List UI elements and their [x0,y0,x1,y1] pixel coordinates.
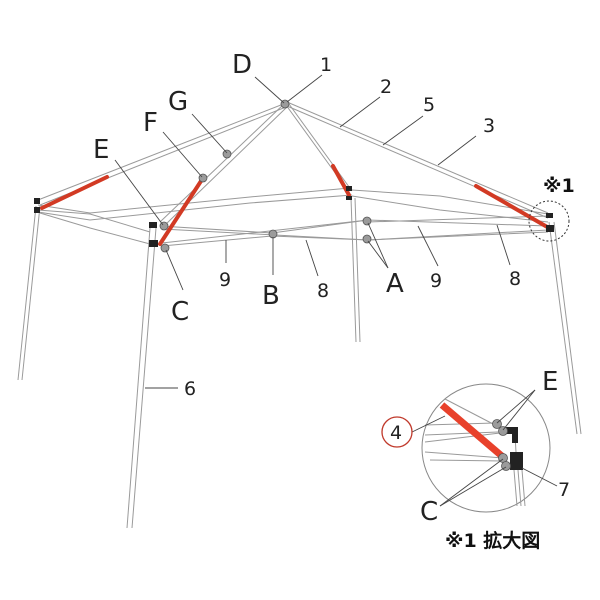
joint-c [160,243,170,253]
label-1: 1 [320,54,332,76]
inset-enlarged-view: 4 E C 7 ※1 拡大図 [381,367,570,552]
label-3: 3 [483,115,495,137]
inset-title: ※1 拡大図 [445,529,540,552]
label-c: C [171,297,189,327]
callout-marker: ※1 [543,175,575,197]
labels: D G F E C B A 1 2 5 3 6 9 8 9 8 ※1 [93,50,575,400]
joint-a-top [362,216,372,226]
corner-brackets [34,186,554,247]
label-g: G [168,87,188,117]
inset-label-4: 4 [390,422,402,444]
label-5: 5 [423,94,435,116]
red-struts [40,164,551,246]
label-6: 6 [184,378,196,400]
label-d: D [232,50,252,80]
inset-label-c: C [420,497,438,527]
roof-rafters [37,101,549,227]
circled-4-badge [381,416,413,448]
inset-label-e: E [542,367,558,397]
label-2: 2 [380,76,392,98]
leader-lines [114,74,511,389]
label-9-left: 9 [219,269,231,291]
scissor-truss [37,187,549,247]
inset-circle [421,383,551,513]
callout-circle [528,200,570,242]
label-8-right: 8 [509,268,521,290]
inset-label-7: 7 [558,479,570,501]
label-8-mid: 8 [317,280,329,302]
joint-a-bottom [362,234,372,244]
label-9-right: 9 [430,270,442,292]
joint-b [268,229,278,239]
label-b: B [262,281,280,311]
label-f: F [143,108,158,138]
label-a: A [386,269,404,299]
label-e: E [93,135,109,165]
joint-g [222,149,232,159]
